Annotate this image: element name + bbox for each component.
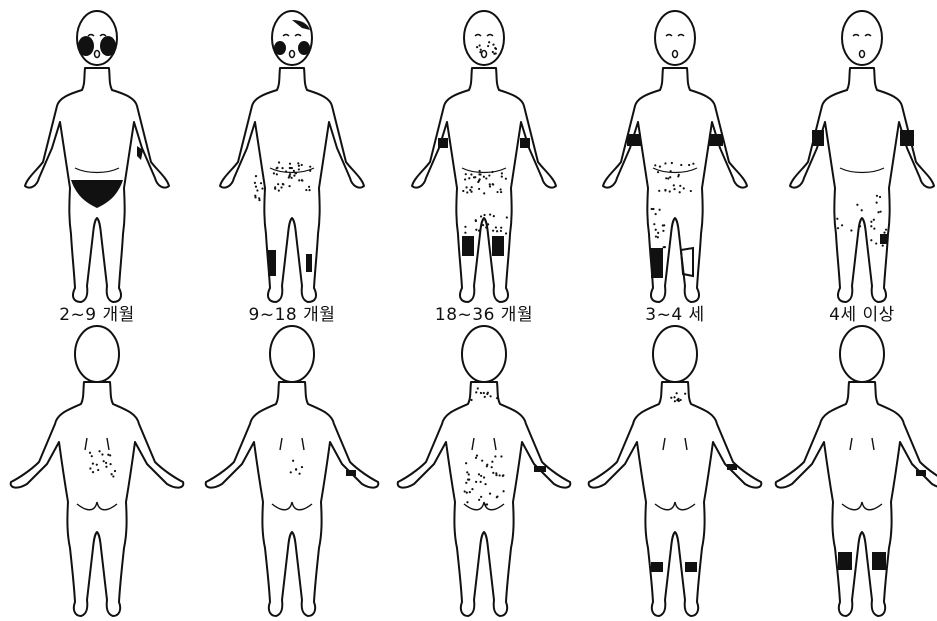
front-body-outline <box>412 68 556 302</box>
lesion-elbow-left <box>627 134 641 146</box>
front-body-outline <box>603 68 747 302</box>
front-body-outline <box>220 68 364 302</box>
age-label-9-18-months: 9~18 개월 <box>212 300 372 325</box>
lesion-cheek-left <box>78 36 94 56</box>
lesion-shin-left <box>268 250 276 276</box>
lesion-forearm-right <box>534 466 546 472</box>
lesion-shin-right <box>306 254 312 272</box>
back-figure-over-4-years <box>776 326 937 616</box>
back-body-outline <box>398 382 571 616</box>
front-figure-2-9-months <box>25 11 169 302</box>
lesion-elbow-right <box>900 130 914 146</box>
lesion-forearm-right <box>916 470 926 476</box>
lesion-popliteal-left <box>838 552 852 570</box>
age-label-3-4-years: 3~4 세 <box>595 300 755 325</box>
back-head <box>840 326 884 382</box>
age-label-2-9-months: 2~9 개월 <box>17 300 177 325</box>
lesion-elbow-right <box>709 134 723 146</box>
back-body-outline <box>589 382 762 616</box>
back-head <box>270 326 314 382</box>
lesion-popliteal-right <box>872 552 886 570</box>
back-body-outline <box>206 382 379 616</box>
front-figure-over-4-years <box>790 11 934 302</box>
lesion-leg-dots-left <box>254 175 264 201</box>
lesion-cheek-right <box>100 36 116 56</box>
lesion-popliteal-left <box>651 562 663 572</box>
age-label-over-4-years: 4세 이상 <box>782 300 937 325</box>
lesion-knee-left <box>462 236 474 256</box>
back-body-outline <box>776 382 937 616</box>
lesion-popliteal-right <box>685 562 697 572</box>
lesion-cheek-right <box>298 41 310 55</box>
back-figure-9-18-months <box>206 326 379 616</box>
back-figure-3-4-years <box>589 326 762 616</box>
lesion-forearm-right <box>727 464 737 470</box>
lesion-elbow-right <box>520 138 530 148</box>
lesion-knee-right <box>880 234 888 244</box>
lesion-knee-right <box>492 236 504 256</box>
lesion-shin-left <box>651 248 663 278</box>
lesion-forearm-right <box>346 470 356 476</box>
lesion-cheek-left <box>274 41 286 55</box>
back-head <box>75 326 119 382</box>
back-figure-2-9-months <box>11 326 184 616</box>
front-figure-3-4-years <box>603 11 747 302</box>
front-body-outline <box>790 68 934 302</box>
front-figure-9-18-months <box>220 11 364 302</box>
age-label-18-36-months: 18~36 개월 <box>404 300 564 325</box>
back-body-outline <box>11 382 184 616</box>
back-head <box>653 326 697 382</box>
back-head <box>462 326 506 382</box>
back-figure-18-36-months <box>398 326 571 616</box>
front-figure-18-36-months <box>412 11 556 302</box>
lesion-elbow-left <box>438 138 448 148</box>
lesion-elbow-left <box>812 130 824 146</box>
